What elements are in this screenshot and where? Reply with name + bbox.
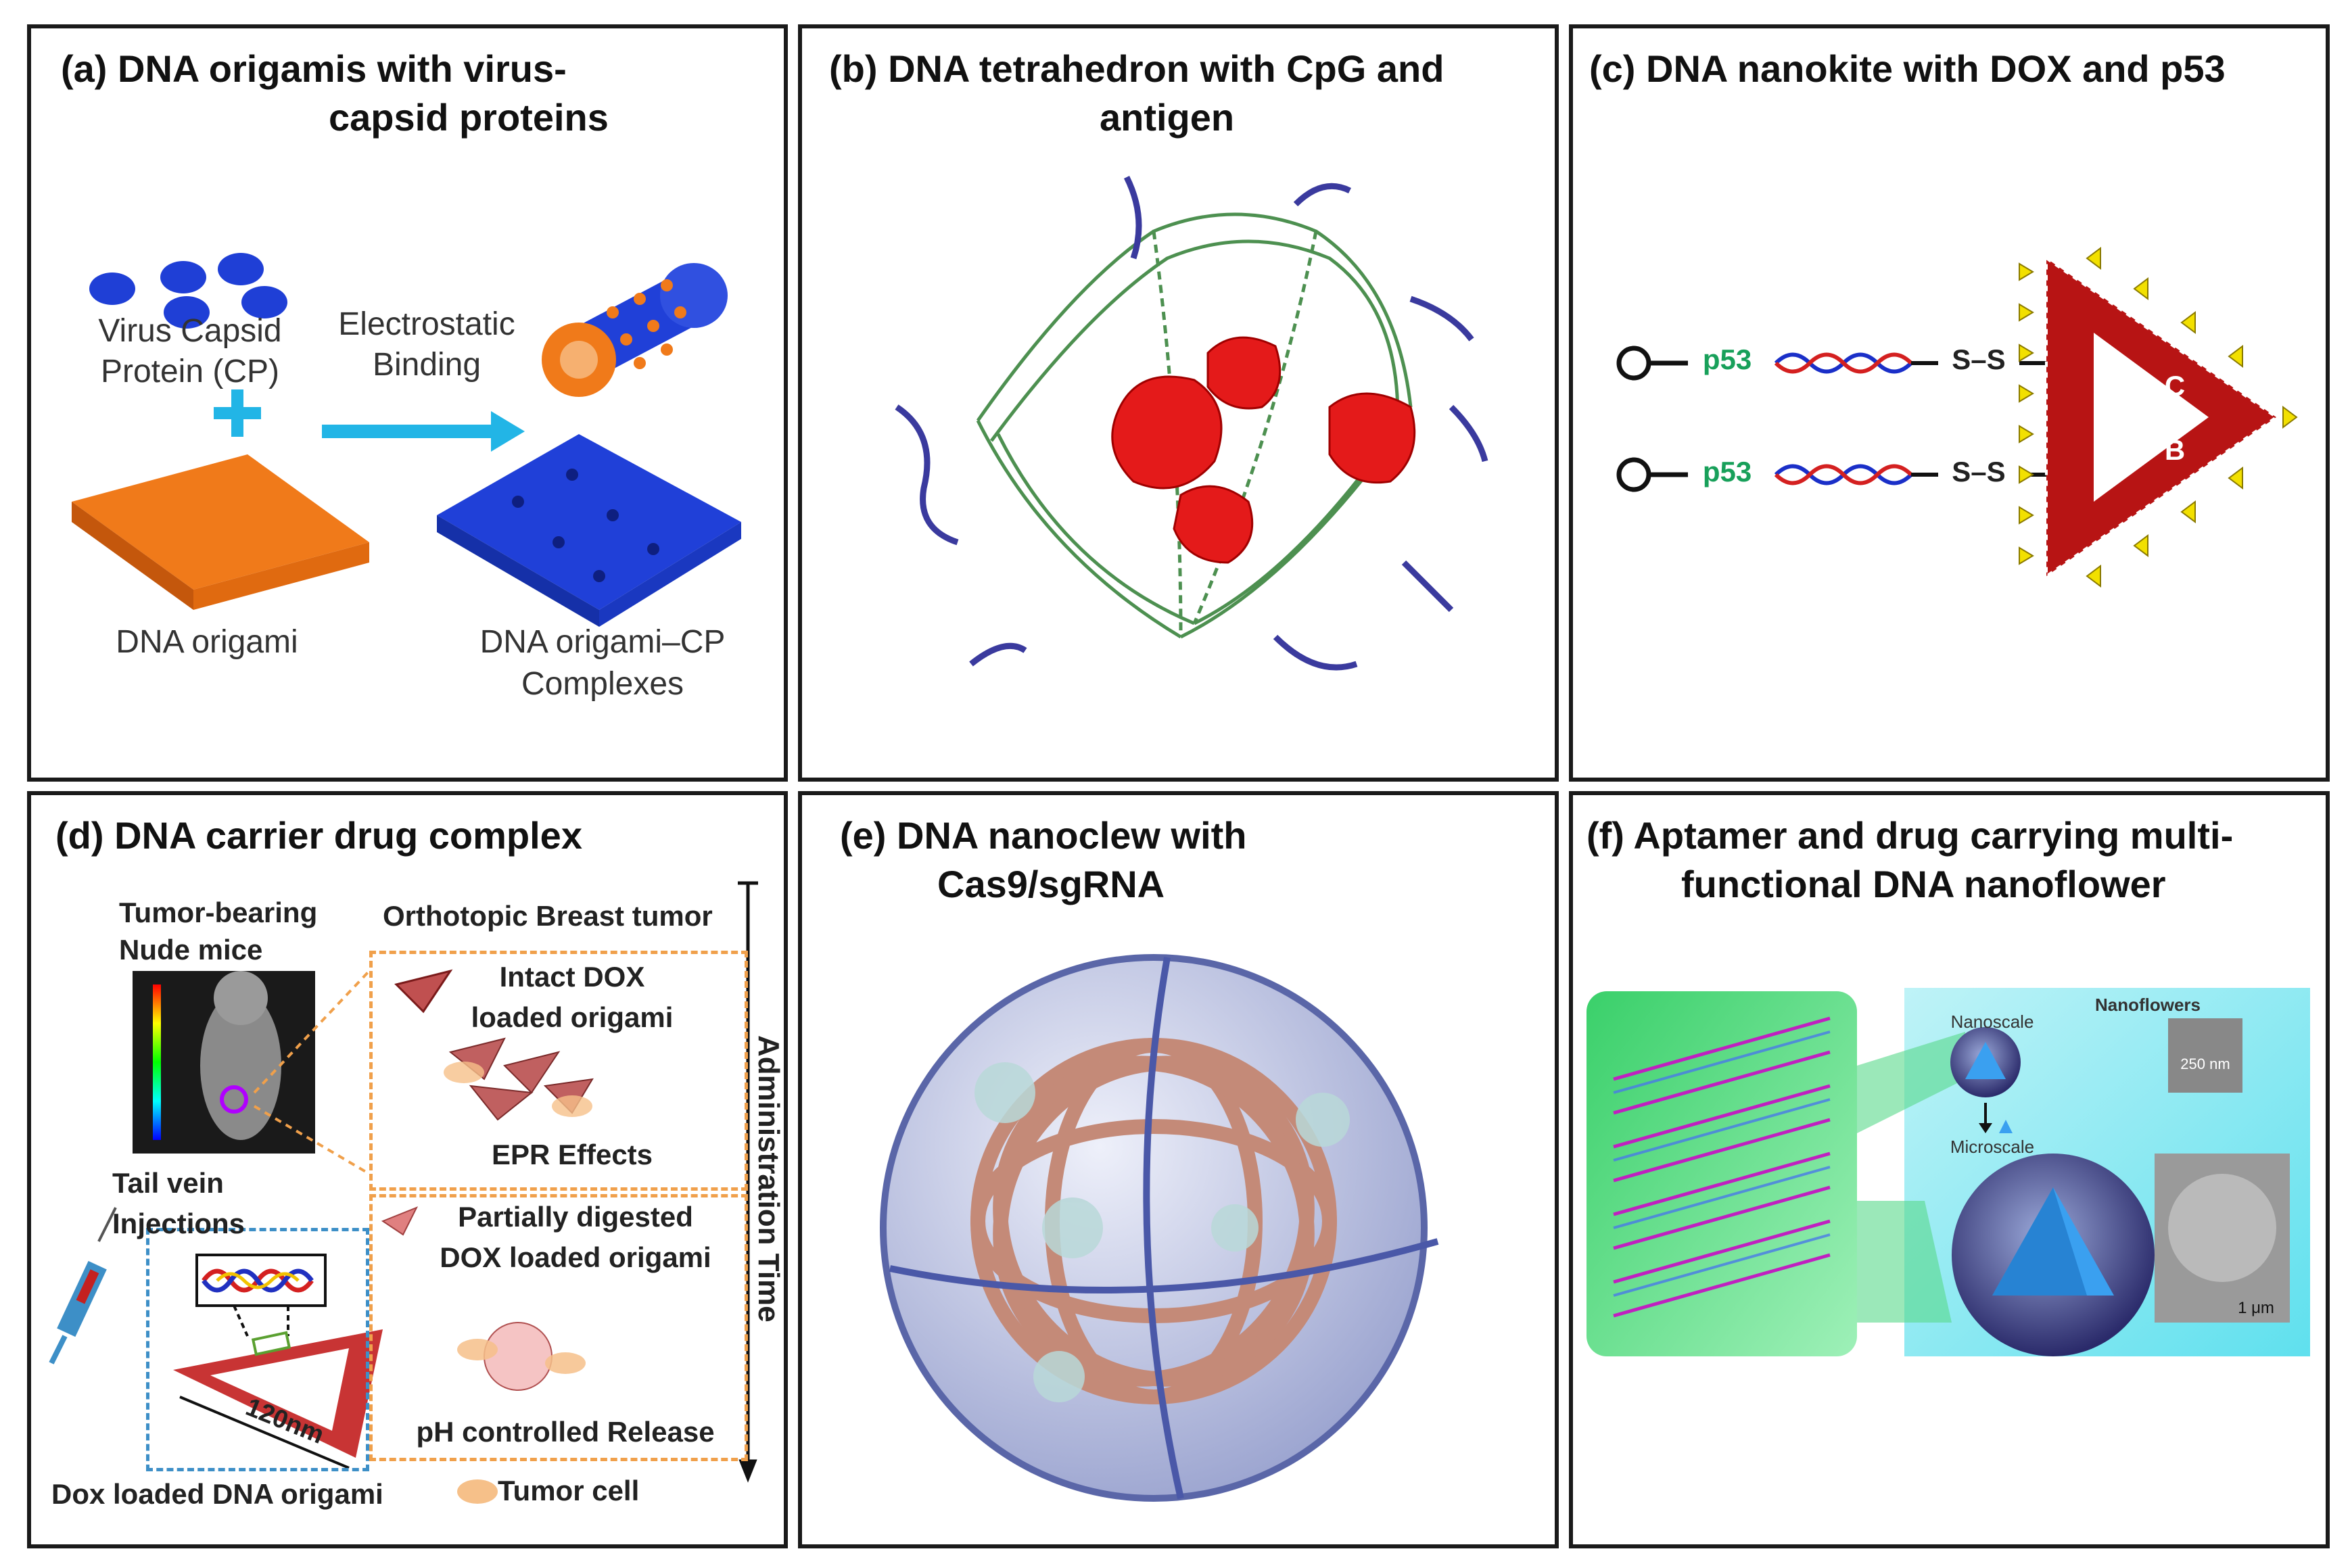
label-C: C: [2164, 370, 2186, 402]
label-tumor-cell: Tumor cell: [498, 1475, 640, 1506]
panel-e: (e) DNA nanoclew with Cas9/sgRNA: [798, 791, 1559, 1548]
helix-inset: [195, 1254, 327, 1337]
label-dox-origami: Dox loaded DNA origami: [51, 1478, 383, 1510]
label-ph: pH controlled Release: [416, 1416, 715, 1448]
nanokite-illustration: [1616, 247, 2298, 588]
label-A: A: [2110, 407, 2132, 439]
dna-lattice: [1613, 1016, 1831, 1318]
admin-time-arrow: [738, 881, 758, 1483]
partial-origami-icon: [381, 1206, 419, 1236]
tetrahedron-illustration: [895, 175, 1488, 671]
label-tail-line1: Tail vein: [112, 1167, 224, 1199]
label-partial-line2: DOX loaded origami: [440, 1241, 711, 1273]
mouse-image: [133, 971, 315, 1154]
intact-origami-icon: [394, 969, 453, 1014]
label-tail-line2: Injections: [112, 1208, 245, 1239]
panel-d-title: (d) DNA carrier drug complex: [55, 814, 582, 857]
label-binding-line2: Binding: [372, 347, 481, 383]
nanoflower-illustration: [1587, 988, 2310, 1356]
box-dox-origami: [146, 1228, 369, 1471]
panel-a-title-line1: (a) DNA origamis with virus-: [61, 47, 567, 90]
label-scale-large: 1 μm: [2238, 1299, 2274, 1317]
box-partial: [369, 1194, 748, 1461]
syringe-icon: [49, 1207, 117, 1364]
panel-c-title: (c) DNA nanokite with DOX and p53: [1589, 47, 2226, 90]
label-B: B: [2164, 434, 2186, 466]
label-nanoscale: Nanoscale: [1950, 1012, 2034, 1032]
sphere-axes: [889, 957, 1439, 1500]
panel-b-title-line1: (b) DNA tetrahedron with CpG and: [829, 47, 1444, 90]
cpg-strands: [895, 175, 1488, 671]
dna-origami-sheet: [72, 454, 369, 610]
label-capsid-line2: Protein (CP): [100, 354, 280, 389]
label-mice-line1: Tumor-bearing: [119, 897, 318, 928]
panel-d-illustration: [49, 881, 758, 1483]
label-intact-line2: loaded origami: [471, 1001, 674, 1033]
panel-a-title-line2: capsid proteins: [329, 96, 609, 139]
label-scale-small: 250 nm: [2180, 1055, 2230, 1072]
panel-c: (c) DNA nanokite with DOX and p53: [1569, 24, 2330, 782]
label-complex-line1: DNA origami–CP: [479, 624, 726, 660]
label-mice-line2: Nude mice: [119, 934, 263, 966]
label-p53-top: p53: [1702, 343, 1752, 375]
panel-d: (d) DNA carrier drug complex Tumor-beari…: [27, 791, 788, 1548]
label-complex-line2: Complexes: [521, 666, 684, 702]
panel-f: (f) Aptamer and drug carrying multi- fun…: [1569, 791, 2330, 1548]
plus-icon: [214, 389, 261, 437]
label-microscale: Microscale: [1950, 1137, 2035, 1157]
dna-duplex: [1774, 352, 1913, 485]
panel-b-title-line2: antigen: [1100, 96, 1235, 139]
panel-b: (b) DNA tetrahedron with CpG and antigen: [798, 24, 1559, 782]
label-epr: EPR Effects: [491, 1139, 653, 1170]
label-binding-line1: Electrostatic: [338, 306, 515, 342]
label-dna-origami: DNA origami: [116, 624, 298, 660]
dna-lattice-panel: [1587, 991, 1857, 1356]
label-p53-bottom: p53: [1702, 456, 1752, 488]
box-intact: [369, 951, 748, 1191]
label-ss-top: S–S: [1952, 343, 2006, 375]
tumor-cell-icon: [457, 1479, 498, 1504]
label-nanoflowers: Nanoflowers: [2094, 995, 2201, 1015]
panel-a-illustration: [72, 253, 741, 627]
dox-origami-triangle: [173, 1329, 383, 1469]
panel-a: (a) DNA origamis with virus- capsid prot…: [27, 24, 788, 782]
sem-small: [2168, 1018, 2242, 1093]
panel-f-title-line1: (f) Aptamer and drug carrying multi-: [1587, 814, 2234, 857]
label-ss-bottom: S–S: [1952, 456, 2006, 488]
nanoclew-illustration: [880, 954, 1439, 1502]
label-capsid-line1: Virus Capsid: [98, 313, 282, 349]
antigen-proteins: [1111, 336, 1416, 564]
cas9-proteins: [974, 1062, 1350, 1402]
label-orthotopic: Orthotopic Breast tumor: [383, 900, 713, 932]
capsid-protein-cluster: [89, 253, 287, 329]
dox-molecules: [2019, 247, 2298, 588]
hairpin-icon: [1616, 346, 1688, 492]
panel-e-title-line2: Cas9/sgRNA: [937, 863, 1165, 905]
kite-triangle: [2045, 257, 2279, 579]
cp-sheet-complex: [437, 434, 741, 627]
panel-e-title-line1: (e) DNA nanoclew with: [840, 814, 1247, 857]
cp-tube-complex: [542, 263, 728, 397]
binding-arrow: [322, 411, 525, 452]
panel-f-title-line2: functional DNA nanoflower: [1681, 863, 2166, 905]
label-intact-line1: Intact DOX: [499, 961, 645, 993]
label-partial-line1: Partially digested: [458, 1201, 693, 1233]
